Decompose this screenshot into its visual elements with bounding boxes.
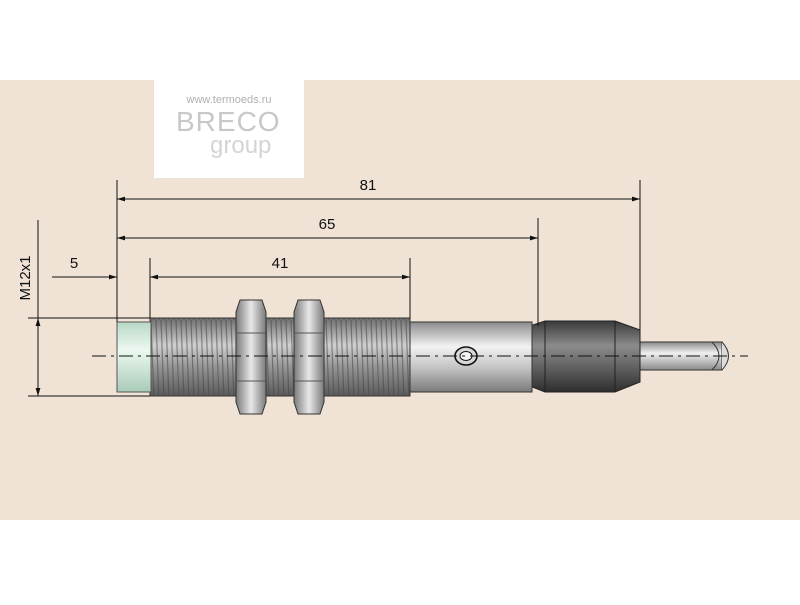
extension-lines (28, 180, 641, 397)
dim-face-label: 5 (70, 255, 78, 272)
dim-thread-size-label: M12x1 (17, 255, 34, 300)
lock-nut-2 (293, 299, 325, 415)
dim-overall-label: 81 (360, 177, 377, 194)
lock-nut-1 (235, 299, 267, 415)
sensor-housing (407, 321, 533, 393)
sensing-face (116, 321, 152, 393)
drawing-panel (0, 80, 800, 520)
watermark-sub: group (210, 132, 272, 159)
dim-housing-label: 65 (319, 216, 336, 233)
dimension-lines (35, 196, 640, 396)
dim-thread-label: 41 (272, 255, 289, 272)
watermark-url: www.termoeds.ru (186, 94, 272, 106)
threaded-body (149, 317, 411, 397)
watermark-logo: www.termoeds.ru BRECO group (154, 80, 304, 178)
watermark-brand: BRECO (176, 106, 281, 137)
